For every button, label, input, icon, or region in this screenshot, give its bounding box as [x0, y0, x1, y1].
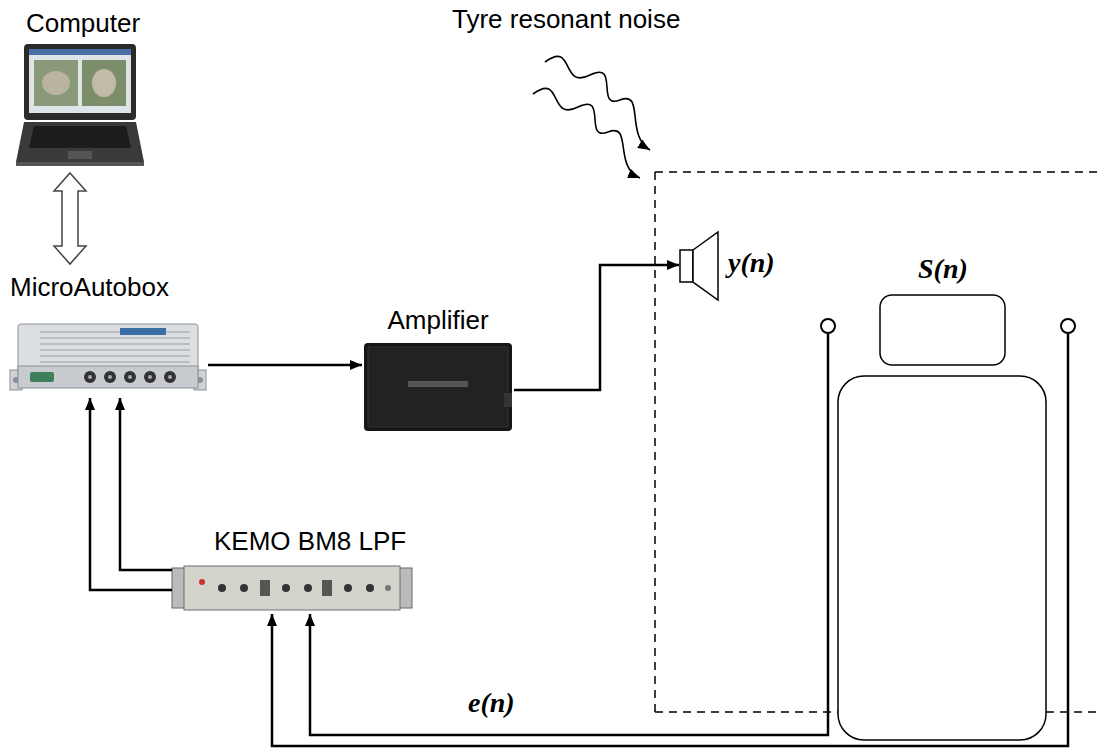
speaker-symbol	[680, 250, 693, 282]
microautobox-device	[40, 355, 190, 357]
noise-waves	[533, 88, 640, 178]
cabin-outline	[655, 711, 838, 713]
microautobox-device	[120, 328, 166, 335]
microautobox-device	[144, 371, 156, 383]
cabin-outline	[1046, 711, 1100, 713]
microautobox-device	[40, 332, 190, 362]
microautobox-device	[84, 371, 96, 383]
amplifier-device	[364, 343, 512, 431]
noise-label: Tyre resonant noise	[452, 4, 680, 35]
microautobox-device	[168, 375, 172, 379]
amplifier-device	[368, 347, 508, 427]
microautobox-device	[104, 371, 116, 383]
device-block: Computer	[18, 6, 148, 169]
seat-figure	[838, 376, 1046, 740]
microautobox-device	[40, 331, 190, 333]
filter-device	[282, 584, 290, 592]
laptop-icon	[92, 69, 116, 97]
signal-label: e(n)	[468, 686, 515, 720]
microautobox-device	[148, 375, 152, 379]
microautobox-device	[40, 361, 190, 363]
microautobox-device	[40, 349, 190, 351]
microautobox-device	[40, 337, 190, 339]
device-name: KEMO BM8 LPF	[214, 526, 406, 557]
signal-connector	[208, 364, 362, 367]
filter-device	[322, 580, 332, 596]
signal-wires	[514, 265, 679, 390]
microautobox-device	[88, 375, 92, 379]
filter-device	[366, 584, 374, 592]
filter-device	[240, 584, 248, 592]
speaker-symbol	[693, 232, 718, 300]
filter-device	[218, 584, 226, 592]
laptop-icon	[16, 44, 144, 166]
amplifier-device	[408, 381, 468, 387]
noise-waves	[545, 56, 650, 150]
filter-device	[172, 566, 412, 610]
signal-wires	[272, 265, 1068, 746]
seat-figure	[880, 295, 1005, 365]
laptop-icon	[34, 60, 78, 106]
filter-device	[304, 584, 312, 592]
microautobox-device	[164, 371, 176, 383]
amplifier-device	[504, 393, 512, 407]
filter-device	[199, 579, 205, 585]
microautobox-device	[30, 372, 54, 382]
device-block: KEMO BM8 LPF	[172, 524, 414, 614]
microautobox-device	[18, 366, 198, 388]
laptop-icon	[68, 151, 92, 159]
filter-device	[344, 584, 352, 592]
double-arrow	[54, 173, 86, 264]
microphone-symbol	[821, 319, 1075, 333]
microautobox-device	[124, 371, 136, 383]
device-block: Amplifier	[362, 303, 514, 431]
device-name: Computer	[26, 8, 140, 39]
filter-device	[385, 585, 391, 591]
cabin-outline	[655, 171, 1100, 173]
laptop-icon	[16, 162, 144, 166]
cabin-outline	[654, 172, 656, 712]
seat-figure	[838, 295, 1046, 740]
microautobox-device	[10, 324, 206, 390]
microphone-symbol	[1061, 319, 1075, 333]
noise-waves	[533, 56, 650, 178]
amplifier-device	[364, 343, 512, 431]
filter-device	[184, 566, 400, 610]
microautobox-device	[128, 375, 132, 379]
signal-label: y(n)	[728, 246, 775, 280]
microphone-symbol	[821, 319, 835, 333]
laptop-icon	[16, 122, 144, 162]
signal-connector	[120, 398, 172, 570]
device-name: MicroAutobox	[10, 272, 169, 303]
path-label: S(n)	[918, 252, 968, 286]
laptop-icon	[29, 49, 131, 113]
device-block: MicroAutobox	[8, 268, 208, 398]
filter-device	[260, 580, 270, 596]
laptop-icon	[29, 126, 131, 148]
signal-connector	[90, 398, 172, 590]
laptop-icon	[24, 44, 136, 120]
microautobox-device	[40, 343, 190, 345]
laptop-icon	[82, 60, 126, 106]
speaker-symbol	[680, 232, 718, 300]
device-name: Amplifier	[387, 305, 488, 336]
laptop-icon	[29, 49, 131, 55]
microautobox-device	[108, 375, 112, 379]
laptop-icon	[42, 71, 70, 95]
